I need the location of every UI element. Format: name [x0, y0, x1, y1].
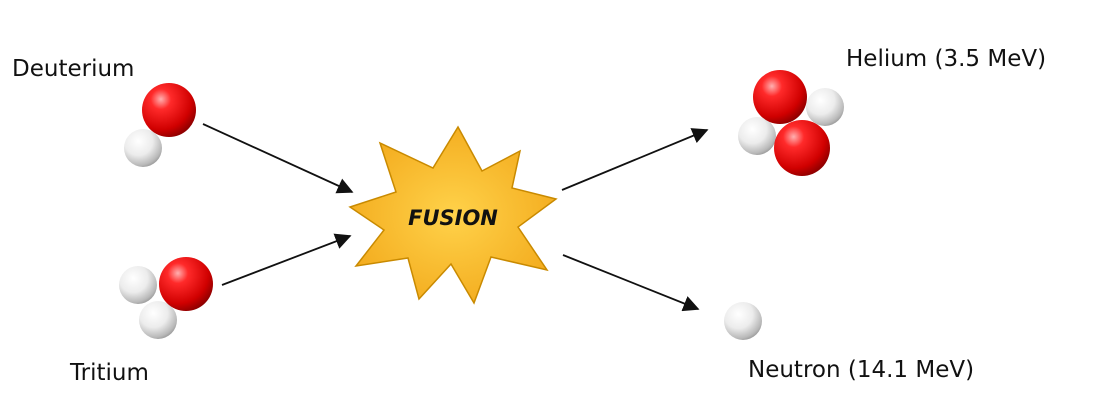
helium-proton-1 [753, 70, 807, 124]
tritium-nucleus [119, 257, 213, 339]
deuterium-proton [142, 83, 196, 137]
neutron-arrow [562, 254, 700, 312]
neutron-label: Neutron (14.1 MeV) [748, 357, 974, 383]
helium-neutron-1 [806, 88, 844, 126]
deuterium-neutron [124, 129, 162, 167]
helium-label: Helium (3.5 MeV) [846, 46, 1046, 72]
deuterium-label: Deuterium [12, 56, 134, 82]
fusion-burst-shape [348, 125, 558, 305]
free-neutron [724, 302, 762, 340]
tritium-label: Tritium [69, 360, 149, 386]
helium-neutron-2 [738, 117, 776, 155]
helium-arrow [561, 128, 709, 191]
tritium-proton [159, 257, 213, 311]
tritium-neutron-2 [139, 301, 177, 339]
tritium-neutron-1 [119, 266, 157, 304]
fusion-burst: FUSION [348, 125, 558, 305]
deuterium-arrow [202, 123, 354, 194]
tritium-arrow [221, 233, 352, 286]
deuterium-nucleus [124, 83, 196, 167]
fusion-label: FUSION [408, 206, 498, 230]
helium-nucleus [738, 70, 844, 176]
helium-proton-2 [774, 120, 830, 176]
